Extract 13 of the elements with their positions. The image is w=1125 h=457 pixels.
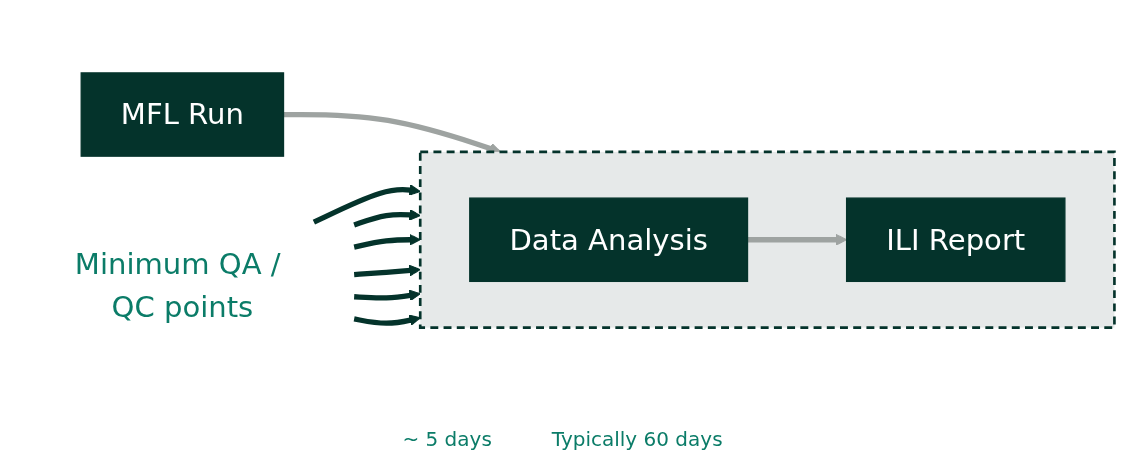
arrow (353, 264, 421, 277)
arrow (354, 289, 421, 301)
duration-label: ~ 5 days (402, 427, 492, 451)
node-box: MFL Run (80, 71, 285, 157)
duration-label: Typically 60 days (551, 427, 723, 451)
node-text: Minimum QA / QC points (74, 246, 281, 324)
arrow (353, 233, 421, 250)
arrow (353, 314, 421, 326)
node-box: ILI Report (845, 196, 1066, 282)
cluster (418, 150, 1116, 329)
arrow (312, 183, 421, 225)
arrow (353, 208, 421, 227)
node-box: Data Analysis (469, 196, 749, 282)
